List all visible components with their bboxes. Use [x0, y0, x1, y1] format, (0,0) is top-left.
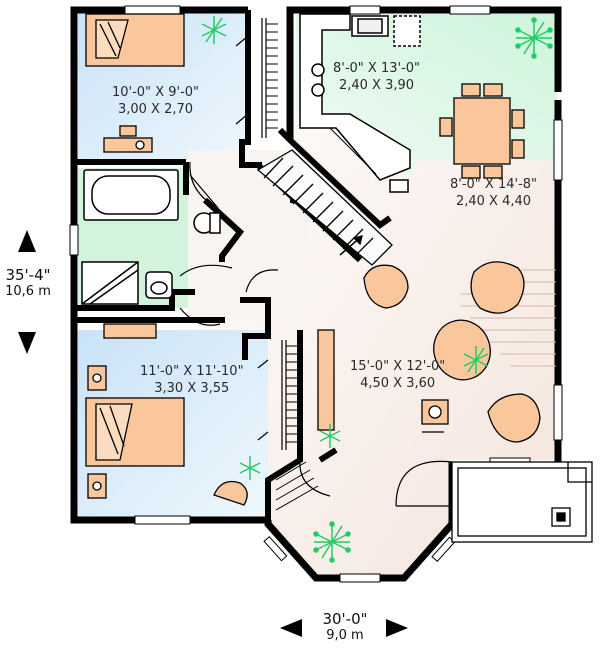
armchair [363, 264, 409, 309]
stove-burner [311, 83, 325, 97]
room-dim-imperial: 8'-0" X 13'-0" [333, 61, 421, 76]
room-label-dining: 8'-0" X 14'-8" 2,40 X 4,40 [450, 176, 537, 210]
room-dim-imperial: 15'-0" X 12'-0" [350, 359, 446, 374]
plant-icon [313, 521, 351, 563]
room-dim-imperial: 11'-0" X 11'-10" [140, 364, 244, 379]
room-dim-metric: 3,30 X 3,55 [154, 381, 230, 396]
tv-cabinet [317, 329, 335, 431]
armchair [487, 393, 541, 443]
closet-hatch [266, 23, 319, 511]
room-dim-metric: 2,40 X 4,40 [455, 194, 532, 209]
plant-icon [239, 456, 261, 480]
bedroom-2-bed [85, 323, 248, 506]
width-arrows [280, 619, 408, 637]
bath-fixtures [81, 169, 221, 305]
depth-arrows [18, 230, 36, 354]
overall-width-metric: 9,0 m [326, 628, 364, 643]
overall-width: 30'-0" 9,0 m [310, 610, 380, 644]
plant-icon [463, 346, 489, 374]
front-porch [451, 461, 593, 543]
doors [179, 35, 453, 507]
room-label-living: 15'-0" X 12'-0" 4,50 X 3,60 [350, 358, 445, 392]
room-dim-metric: 2,40 X 3,90 [338, 78, 415, 93]
stove-burner [311, 63, 325, 77]
kitchen-counter [299, 13, 421, 193]
dining-set [439, 83, 525, 179]
closet-shelving [261, 18, 287, 450]
plants [201, 16, 553, 563]
arrow-up-icon [18, 230, 36, 252]
room-dim-imperial: 10'-0" X 9'-0" [112, 85, 200, 100]
overall-depth-imperial: 35'-4" [5, 266, 51, 284]
arrow-left-icon [280, 619, 302, 637]
room-dim-metric: 4,50 X 3,60 [360, 376, 436, 391]
side-table [421, 399, 449, 433]
plant-icon [319, 424, 341, 448]
overall-width-imperial: 30'-0" [322, 610, 368, 628]
bedroom-1-bed [85, 13, 185, 67]
room-dim-imperial: 8'-0" X 14'-8" [450, 177, 538, 192]
room-label-bedroom-2: 11'-0" X 11'-10" 3,30 X 3,55 [140, 363, 244, 397]
staircase [256, 149, 393, 266]
plant-icon [515, 17, 553, 59]
room-label-bedroom-1: 10'-0" X 9'-0" 3,00 X 2,70 [112, 84, 199, 118]
armchair [470, 261, 525, 314]
living-furniture [317, 261, 556, 443]
bedroom-1-desk [103, 125, 153, 153]
room-label-kitchen: 8'-0" X 13'-0" 2,40 X 3,90 [333, 60, 420, 94]
overall-depth: 35'-4" 10,6 m [0, 266, 56, 300]
room-dim-metric: 3,00 X 2,70 [117, 102, 194, 117]
arrow-down-icon [18, 332, 36, 354]
arrow-right-icon [386, 619, 408, 637]
plant-icon [201, 16, 227, 44]
overall-depth-metric: 10,6 m [5, 284, 51, 299]
